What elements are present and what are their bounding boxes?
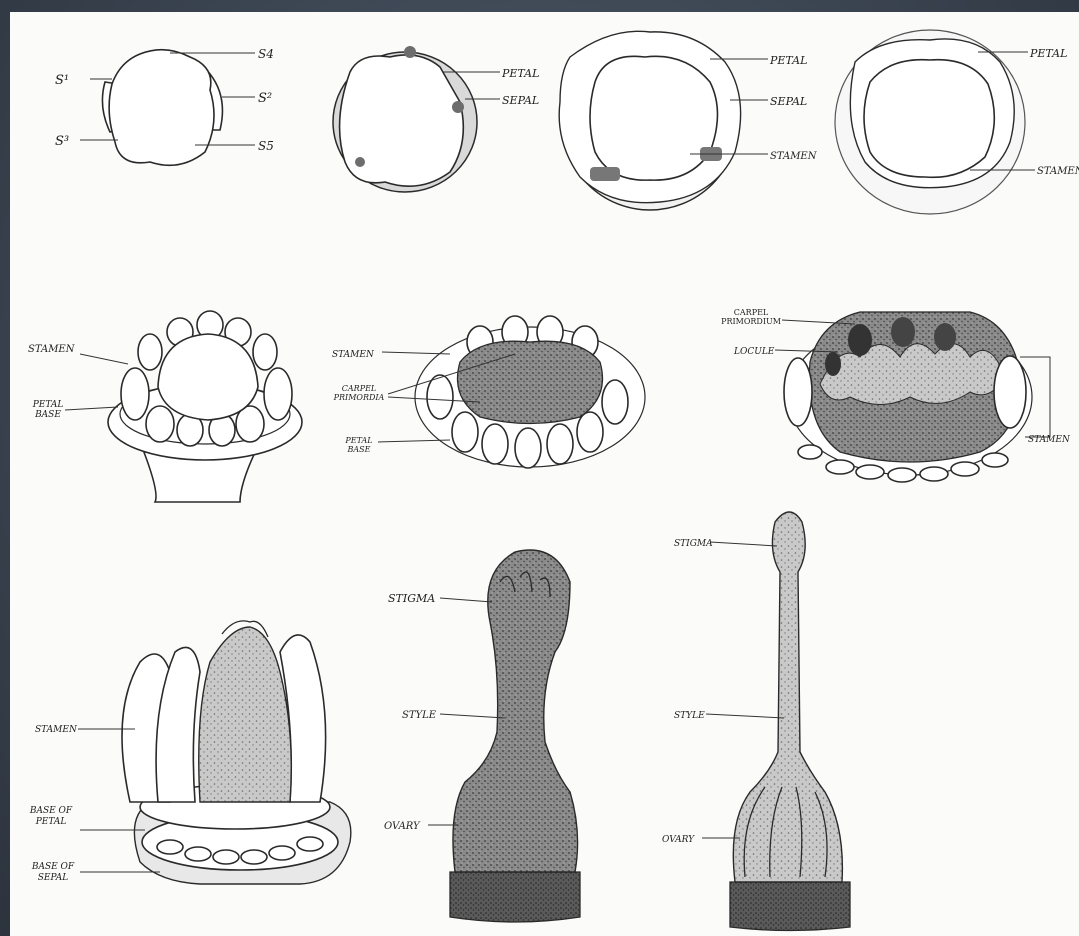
label-petal-base-5-wrap: PETAL BASE [24,400,72,430]
stamen-primordium [253,334,277,370]
label-stigma-9: STIGMA [388,592,435,605]
label-s5: S5 [258,139,274,153]
stamen-primordium [951,462,979,476]
pistil-9 [453,550,578,872]
label-base-of-petal: BASE OF PETAL [20,806,82,828]
illustration-sheet: S¹ S4 S² S³ S5 PETAL SEPAL PETAL SEPAL S… [10,12,1079,936]
label-petal-base-6: PETAL BASE [338,436,380,454]
central-dome-5 [158,334,258,420]
stamen-primordium [994,356,1026,428]
locule-stage: CARPEL PRIMORDIUM LOCULE STAMEN [715,308,1071,482]
label-petal-4: PETAL [1029,47,1067,60]
label-base-sepal-wrap: BASE OF SEPAL [24,862,82,890]
leader-style-9 [440,714,505,718]
pistil-base-9 [450,872,580,922]
label-carpel-primordia: CARPEL PRIMORDIA [328,384,390,402]
label-stamen-8: STAMEN [35,725,78,735]
stamen-dome [590,56,718,180]
stamen-primordium [269,846,295,860]
locule-2 [891,317,915,347]
mature-pistil: STIGMA STYLE OVARY [662,512,850,931]
label-petal-base-6-wrap: PETAL BASE [338,436,380,462]
leader-stigma-10 [710,542,777,546]
stamen-primordium [185,847,211,861]
stamen-primordium [826,460,854,474]
stamen-primordium [427,375,453,419]
flower-development-diagram: S¹ S4 S² S³ S5 PETAL SEPAL PETAL SEPAL S… [10,12,1079,936]
stamen-primordium [602,380,628,424]
stamen-primordium [920,467,948,481]
label-stigma-10: STIGMA [674,539,713,549]
label-style-9: STYLE [402,710,437,721]
central-dome [864,60,994,178]
label-petal-base-5: PETAL BASE [24,400,72,420]
sepal-primordia-stage: S¹ S4 S² S³ S5 [55,47,274,165]
shade-spot [404,46,416,58]
leader-style-10 [706,714,784,718]
stamen-primordium [515,428,541,468]
stamen-primordium [138,334,162,370]
stamen-primordium [982,453,1008,467]
label-stamen-5: STAMEN [28,344,76,355]
label-stamen-6: STAMEN [332,350,375,360]
shade-spot [355,157,365,167]
stamen-primordium [121,368,149,420]
label-petal-3: PETAL [769,54,807,67]
label-sepal-3: SEPAL [770,95,807,108]
label-carpel-primordia-wrap: CARPEL PRIMORDIA [328,384,390,410]
label-petal: PETAL [501,67,539,80]
shade-patch [590,167,620,181]
stamen-primordium [784,358,812,426]
petal-primordia-stage: PETAL SEPAL [333,46,539,192]
stamen-primordium [798,445,822,459]
stamen-primordium [452,412,478,452]
label-carpel-primordium: CARPEL PRIMORDIUM [715,308,787,326]
leader-petal-base-6 [378,440,450,442]
label-base-of-sepal: BASE OF SEPAL [24,862,82,884]
stamen-primordium [547,424,573,464]
stamen-primordium [157,840,183,854]
stamen-primordium [482,424,508,464]
stamen-primordium [146,406,174,442]
label-stamen-7: STAMEN [1028,435,1071,445]
label-base-petal-wrap: BASE OF PETAL [20,806,82,834]
label-s2: S² [258,91,272,106]
stamen-primordium [297,837,323,851]
locule-4 [825,352,841,376]
locule-1 [848,324,872,356]
stamen-primordium [577,412,603,452]
petal-base-stage: STAMEN PETAL BASE [24,311,302,502]
locule-3 [934,323,956,351]
label-ovary-9: OVARY [384,821,421,832]
label-ovary-10: OVARY [662,835,695,845]
pistil-base-10 [730,882,850,931]
flower-apex [109,50,214,166]
stamen-top-view: PETAL STAMEN [835,30,1079,214]
label-stamen-3: STAMEN [770,151,818,162]
young-pistil: STIGMA STYLE OVARY [384,550,580,922]
carpel-mound [458,341,603,423]
stamen-primordium [264,368,292,420]
stamen-primordium [856,465,884,479]
label-locule: LOCULE [733,347,775,357]
stamen-primordium [888,468,916,482]
label-s3: S³ [55,134,69,149]
label-carpel-primordium-wrap: CARPEL PRIMORDIUM [715,308,787,332]
label-s1: S¹ [55,73,69,88]
pistil-8 [199,627,292,802]
stamen-primordium [213,850,239,864]
label-stamen-4: STAMEN [1037,166,1079,177]
label-s4: S4 [258,47,274,61]
leader-stamen-5 [80,354,128,364]
stamen-primordia-stage: PETAL SEPAL STAMEN [559,31,818,210]
label-sepal: SEPAL [502,94,539,107]
shade-spot [452,101,464,113]
label-style-10: STYLE [674,711,705,721]
leader-stigma-9 [440,598,492,602]
mature-flower-stage: STAMEN BASE OF PETAL BASE OF SEPAL [20,621,351,890]
carpel-primordia-stage: STAMEN CARPEL PRIMORDIA PETAL BASE [328,316,645,468]
stamen-primordium [241,850,267,864]
leader-petal-base-5 [65,407,118,410]
